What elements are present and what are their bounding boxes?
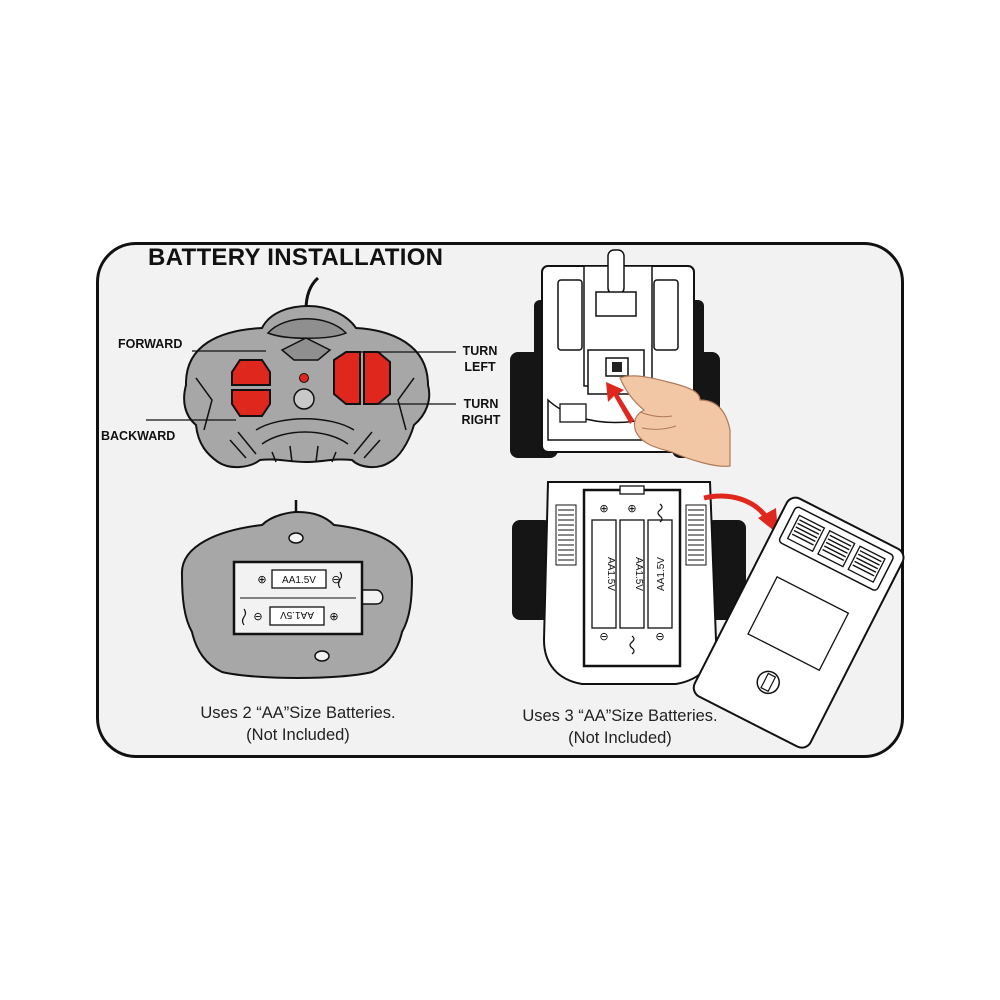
svg-text:⊕: ⊕	[599, 502, 608, 515]
svg-text:⊕: ⊕	[627, 502, 636, 515]
svg-text:⊕: ⊕	[257, 573, 266, 586]
turn-right-label: TURN RIGHT	[458, 396, 504, 428]
remote-battery-bottom-label: AA1.5V	[280, 609, 314, 620]
backward-label: BACKWARD	[101, 429, 176, 443]
pointing-hand	[619, 375, 731, 467]
cover-arrow	[703, 493, 771, 522]
left-caption-line2: (Not Included)	[246, 726, 350, 744]
svg-text:⊕: ⊕	[329, 610, 338, 623]
turn-left-label-line2: LEFT	[464, 360, 496, 374]
car-bottom-view: ⊕ ⊕ ⊖ ⊖ AA1.5V AA1.5V AA1.5V	[512, 481, 778, 685]
remote-back: ⊕ ⊖ ⊖ ⊕ AA1.5V AA1.5V	[180, 500, 414, 679]
car-battery-1	[591, 519, 617, 629]
car-battery-1-label: AA1.5V	[605, 557, 616, 591]
forward-label: FORWARD	[118, 337, 183, 351]
turn-left-button	[333, 351, 361, 405]
car-battery-3	[647, 519, 673, 629]
turn-right-button	[363, 351, 391, 405]
svg-text:⊖: ⊖	[599, 630, 608, 643]
left-caption: Uses 2 “AA”Size Batteries. (Not Included…	[158, 702, 438, 746]
remote-top-ridge	[266, 318, 348, 339]
remote-battery-top	[271, 569, 327, 589]
remote-center-knob	[293, 388, 315, 410]
right-caption: Uses 3 “AA”Size Batteries. (Not Included…	[490, 705, 750, 749]
right-caption-line2: (Not Included)	[568, 729, 672, 747]
left-caption-line1: Uses 2 “AA”Size Batteries.	[200, 704, 396, 722]
svg-text:⊖: ⊖	[655, 630, 664, 643]
forward-button	[231, 359, 271, 386]
switch-arrow	[606, 382, 634, 424]
battery-cover	[692, 496, 905, 749]
svg-text:⊖: ⊖	[331, 573, 340, 586]
indicator-led	[299, 373, 309, 383]
right-caption-line1: Uses 3 “AA”Size Batteries.	[522, 707, 718, 725]
remote-battery-bottom	[269, 606, 325, 626]
car-top-view	[510, 249, 731, 467]
remote-battery-top-label: AA1.5V	[282, 575, 316, 586]
car-battery-2-label: AA1.5V	[633, 557, 644, 591]
backward-button	[231, 389, 271, 417]
car-battery-2	[619, 519, 645, 629]
turn-left-label: TURN LEFT	[458, 343, 502, 375]
remote-body	[183, 304, 431, 468]
turn-right-label-line2: RIGHT	[461, 413, 501, 427]
turn-left-label-line1: TURN	[462, 344, 498, 358]
remote-center-ridge	[280, 337, 332, 361]
remote-front	[146, 276, 456, 468]
car-battery-3-label: AA1.5V	[656, 557, 667, 591]
svg-text:⊖: ⊖	[253, 610, 262, 623]
turn-right-label-line1: TURN	[463, 397, 499, 411]
page-title: BATTERY INSTALLATION	[148, 244, 444, 271]
